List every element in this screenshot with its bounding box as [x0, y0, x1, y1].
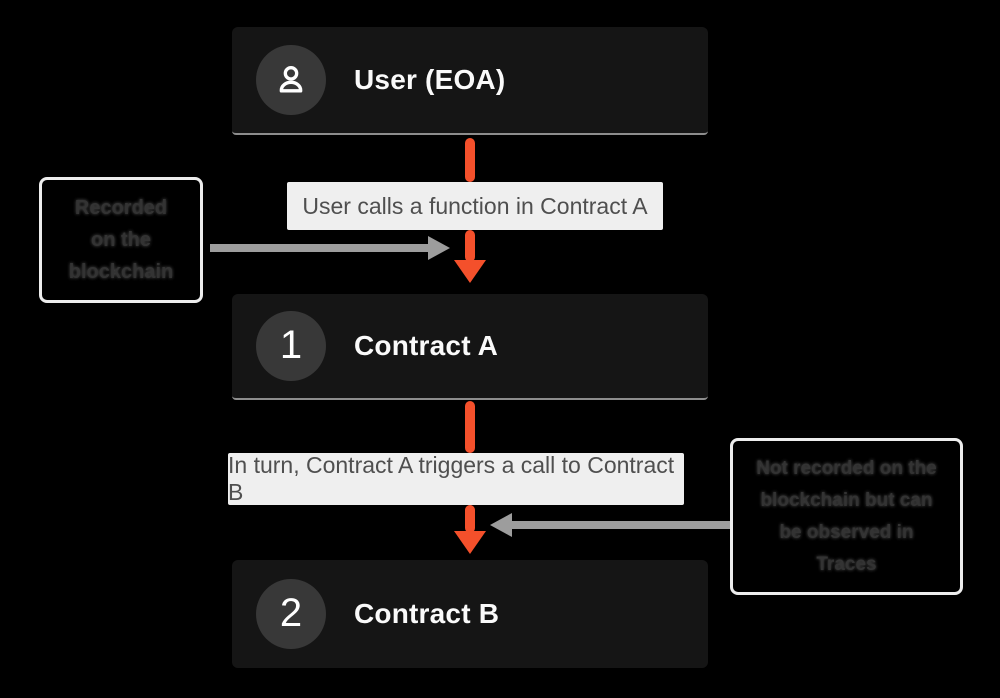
flow-label-call-contract-b-text: In turn, Contract A triggers a call to C… [228, 452, 675, 505]
contract-a-badge: 1 [279, 323, 303, 367]
down-arrowhead-icon [454, 531, 486, 554]
flow-label-call-contract-b: In turn, Contract A triggers a call to C… [228, 452, 684, 505]
flow-label-call-contract-a: User calls a function in Contract A [287, 182, 663, 230]
note-left-pointer-shaft [210, 244, 430, 252]
note-right-pointer-shaft [512, 521, 730, 529]
flow-label-call-contract-a-text: User calls a function in Contract A [302, 192, 648, 219]
note-recorded-on-blockchain: Recorded on the blockchain [39, 177, 203, 303]
left-arrowhead-icon [490, 513, 512, 537]
note-right-line-1: Not recorded on the [756, 457, 937, 479]
contract-b-badge: 2 [279, 591, 303, 635]
down-arrowhead-icon [454, 260, 486, 283]
node-title-contract-a: Contract A [354, 330, 499, 361]
note-right-line-2: blockchain but can [760, 489, 933, 511]
flow-arrow-to-contract-b-segment [465, 505, 475, 533]
right-arrowhead-icon [428, 236, 450, 260]
node-contract-b: 2 Contract B [232, 560, 708, 668]
node-title-contract-b: Contract B [354, 598, 500, 629]
note-right-line-4: Traces [816, 553, 877, 575]
person-icon [271, 60, 311, 100]
flow-arrow-to-contract-a-segment [465, 230, 475, 262]
note-not-recorded-traces: Not recorded on the blockchain but can b… [730, 438, 963, 595]
flow-arrow-user-segment [465, 138, 475, 182]
contract-a-badge-circle: 1 [256, 311, 326, 381]
note-left-line-2: on the [91, 229, 151, 251]
node-title-user: User (EOA) [354, 64, 506, 95]
flow-arrow-contract-a-segment [465, 401, 475, 453]
user-avatar [256, 45, 326, 115]
note-left-line-1: Recorded [74, 197, 168, 219]
contract-b-badge-circle: 2 [256, 579, 326, 649]
node-contract-a: 1 Contract A [232, 294, 708, 400]
note-left-line-3: blockchain [68, 261, 174, 283]
node-user-eoa: User (EOA) [232, 27, 708, 135]
note-right-line-3: be observed in [779, 521, 914, 543]
